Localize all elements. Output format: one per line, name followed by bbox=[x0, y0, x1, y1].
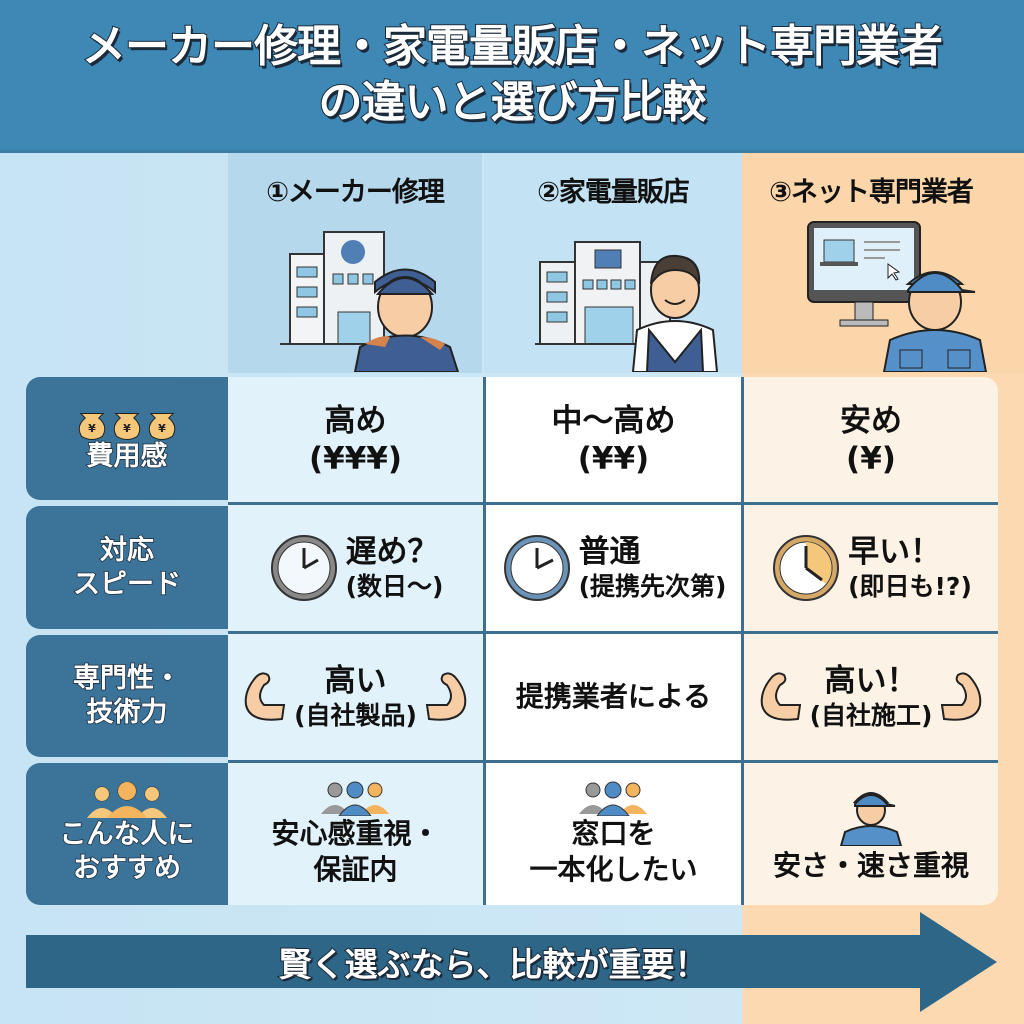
clock-icon bbox=[503, 535, 570, 601]
cell-main-line-1: 安心感重視・ bbox=[271, 817, 440, 850]
row-label-recommended-line-2: おすすめ bbox=[72, 852, 182, 885]
cell-sub: (自社製品) bbox=[294, 701, 417, 730]
cell-main: 中〜高め bbox=[551, 402, 676, 439]
cell-speed-online-specialist: 早い！(即日も!?) bbox=[741, 505, 998, 631]
cell-sub: (提携先次第) bbox=[578, 572, 727, 601]
row-label-expertise-line-2: 技術力 bbox=[86, 696, 169, 729]
cell-sub: (¥¥¥) bbox=[308, 440, 403, 477]
technician-icon bbox=[839, 792, 903, 846]
cell-expertise-manufacturer: 高い(自社製品) bbox=[228, 634, 483, 760]
cell-sub: (数日〜) bbox=[345, 572, 444, 601]
clock-icon bbox=[773, 535, 840, 601]
page-title-line-1: メーカー修理・家電量販店・ネット専門業者 bbox=[81, 20, 944, 73]
cell-cost-manufacturer: 高め(¥¥¥) bbox=[228, 377, 483, 502]
row-label-recommended-for: こんな人に おすすめ bbox=[26, 763, 228, 905]
row-label-speed-line-1: 対応 bbox=[99, 534, 155, 567]
row-label-cost: ¥ ¥ ¥ 費用感 bbox=[26, 377, 228, 500]
flexed-arm-icon bbox=[425, 672, 467, 721]
money-bag-yen-icon: ¥ ¥ ¥ bbox=[74, 404, 180, 440]
column-header-manufacturer: ①メーカー修理 bbox=[266, 177, 445, 208]
cell-main: 提携業者による bbox=[515, 680, 712, 713]
cell-sub: (¥) bbox=[846, 440, 896, 477]
cell-sub: (即日も!?) bbox=[848, 572, 972, 601]
flexed-arm-icon bbox=[760, 672, 801, 721]
cell-cost-online-specialist: 安め(¥) bbox=[741, 377, 998, 502]
cell-main: 高い bbox=[324, 663, 387, 699]
cell-main-line-1: 安さ・速さ重視 bbox=[772, 849, 969, 882]
row-label-recommended-line-1: こんな人に bbox=[59, 818, 196, 851]
row-divider bbox=[228, 760, 998, 763]
cell-main-line-2: 一本化したい bbox=[529, 853, 698, 886]
comparison-table: 高め(¥¥¥) 中〜高め(¥¥) 安め(¥) 遅め？(数日〜) 普通(提携先次第… bbox=[228, 377, 998, 905]
flexed-arm-icon bbox=[941, 672, 982, 721]
people-group-icon bbox=[579, 781, 648, 816]
cell-main: 遅め？ bbox=[345, 534, 439, 570]
cell-main: 早い！ bbox=[848, 534, 942, 570]
footer-message: 賢く選ぶなら、比較が重要！ bbox=[278, 944, 709, 985]
cell-speed-manufacturer: 遅め？(数日〜) bbox=[228, 505, 483, 631]
cell-recommended-online-specialist: 安さ・速さ重視 bbox=[741, 763, 998, 905]
clock-icon bbox=[270, 535, 337, 601]
column-header-online-specialist: ③ネット専門業者 bbox=[769, 177, 974, 208]
row-divider bbox=[228, 502, 998, 505]
cell-main: 高い！ bbox=[824, 663, 918, 699]
cell-main: 普通 bbox=[578, 534, 641, 570]
cell-main-line-1: 窓口を bbox=[571, 817, 656, 850]
cell-sub: (¥¥) bbox=[577, 440, 650, 477]
row-label-cost-text: 費用感 bbox=[86, 440, 169, 473]
cell-main: 高め bbox=[324, 402, 387, 439]
cell-speed-electronics-store: 普通(提携先次第) bbox=[483, 505, 741, 631]
cell-main-line-2: 保証内 bbox=[313, 853, 398, 886]
row-label-speed: 対応 スピード bbox=[26, 506, 228, 629]
people-group-icon bbox=[87, 782, 167, 818]
svg-text:¥: ¥ bbox=[158, 422, 166, 435]
cell-cost-electronics-store: 中〜高め(¥¥) bbox=[483, 377, 741, 502]
svg-text:¥: ¥ bbox=[88, 422, 96, 435]
arrow-banner-icon bbox=[26, 912, 997, 1012]
online-specialist-monitor-technician-icon bbox=[800, 212, 1000, 372]
row-label-speed-line-2: スピード bbox=[72, 568, 182, 601]
row-label-expertise: 専門性・ 技術力 bbox=[26, 635, 228, 757]
cell-sub: (自社施工) bbox=[809, 701, 933, 730]
cell-expertise-online-specialist: 高い！(自社施工) bbox=[741, 634, 998, 760]
row-divider bbox=[228, 631, 998, 634]
cell-main: 安め bbox=[840, 402, 902, 439]
title-banner: メーカー修理・家電量販店・ネット専門業者 の違いと選び方比較 bbox=[0, 0, 1024, 150]
column-header-electronics-store: ②家電量販店 bbox=[537, 177, 690, 208]
flexed-arm-icon bbox=[244, 672, 286, 721]
cell-expertise-electronics-store: 提携業者による bbox=[483, 634, 741, 760]
svg-text:¥: ¥ bbox=[123, 422, 131, 435]
people-group-icon bbox=[321, 781, 390, 816]
page-title-line-2: の違いと選び方比較 bbox=[318, 76, 708, 129]
cell-recommended-manufacturer: 安心感重視・ 保証内 bbox=[228, 763, 483, 905]
manufacturer-building-technician-icon bbox=[280, 212, 480, 372]
electronics-store-staff-icon bbox=[535, 212, 735, 372]
cell-recommended-electronics-store: 窓口を 一本化したい bbox=[483, 763, 741, 905]
row-label-expertise-line-1: 専門性・ bbox=[72, 662, 182, 695]
